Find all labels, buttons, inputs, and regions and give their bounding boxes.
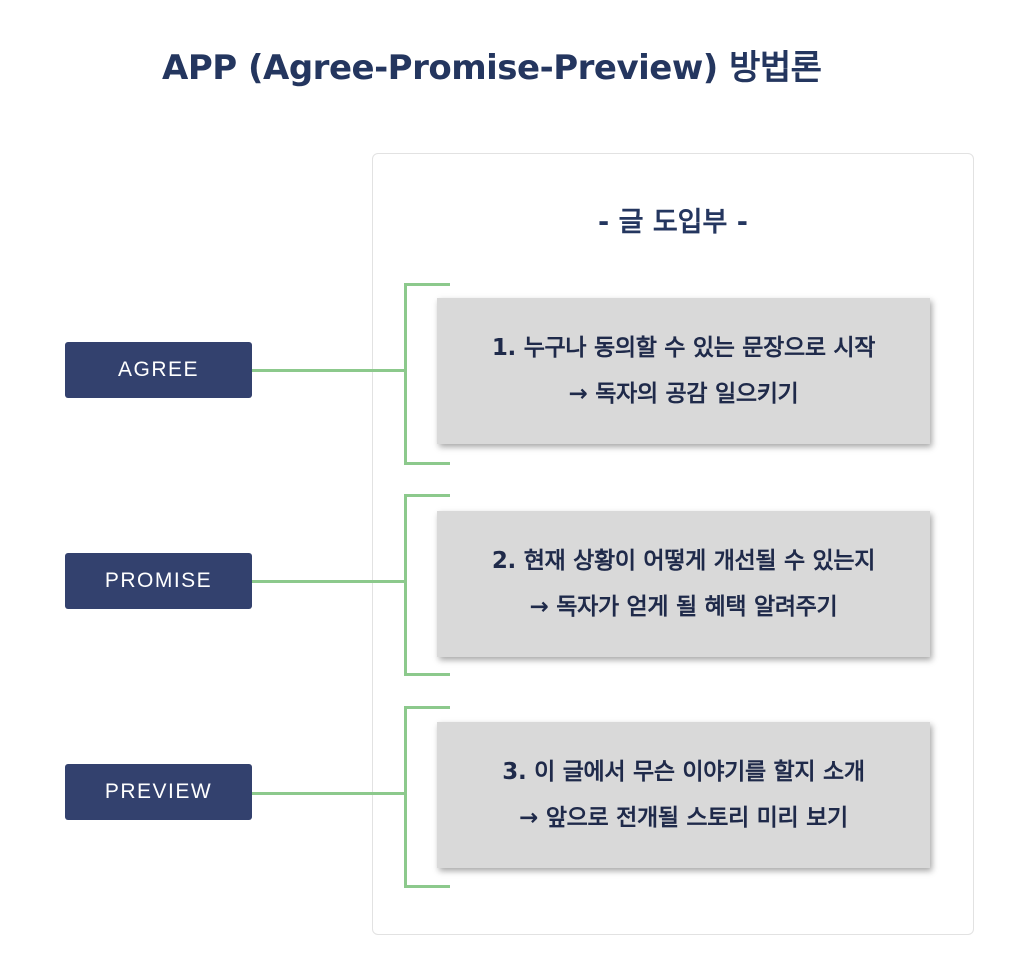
preview-bracket-vertical [404, 706, 407, 888]
agree-card-line-2: → 독자의 공감 일으키기 [568, 381, 799, 407]
agree-bracket-bottom [404, 462, 450, 465]
preview-bracket-bottom [404, 885, 450, 888]
preview-card-line-1: 3. 이 글에서 무슨 이야기를 할지 소개 [502, 759, 865, 785]
diagram-title: APP (Agree-Promise-Preview) 방법론 [162, 48, 822, 88]
promise-bracket-vertical [404, 494, 407, 676]
promise-label: PROMISE [65, 553, 252, 609]
promise-card-line-2: → 독자가 얻게 될 혜택 알려주기 [529, 594, 838, 620]
preview-label: PREVIEW [65, 764, 252, 820]
promise-connector-line [252, 580, 406, 583]
agree-connector-line [252, 369, 406, 372]
agree-label: AGREE [65, 342, 252, 398]
promise-card: 2. 현재 상황이 어떻게 개선될 수 있는지 → 독자가 얻게 될 혜택 알려… [437, 511, 930, 657]
panel-title: - 글 도입부 - [598, 207, 748, 238]
preview-card-line-2: → 앞으로 전개될 스토리 미리 보기 [519, 805, 848, 831]
agree-card-line-1: 1. 누구나 동의할 수 있는 문장으로 시작 [491, 335, 876, 361]
agree-bracket-vertical [404, 283, 407, 465]
agree-card: 1. 누구나 동의할 수 있는 문장으로 시작 → 독자의 공감 일으키기 [437, 298, 930, 444]
promise-bracket-bottom [404, 673, 450, 676]
preview-card: 3. 이 글에서 무슨 이야기를 할지 소개 → 앞으로 전개될 스토리 미리 … [437, 722, 930, 868]
preview-connector-line [252, 792, 406, 795]
promise-card-line-1: 2. 현재 상황이 어떻게 개선될 수 있는지 [491, 548, 876, 574]
preview-bracket-top [404, 706, 450, 709]
agree-bracket-top [404, 283, 450, 286]
promise-bracket-top [404, 494, 450, 497]
